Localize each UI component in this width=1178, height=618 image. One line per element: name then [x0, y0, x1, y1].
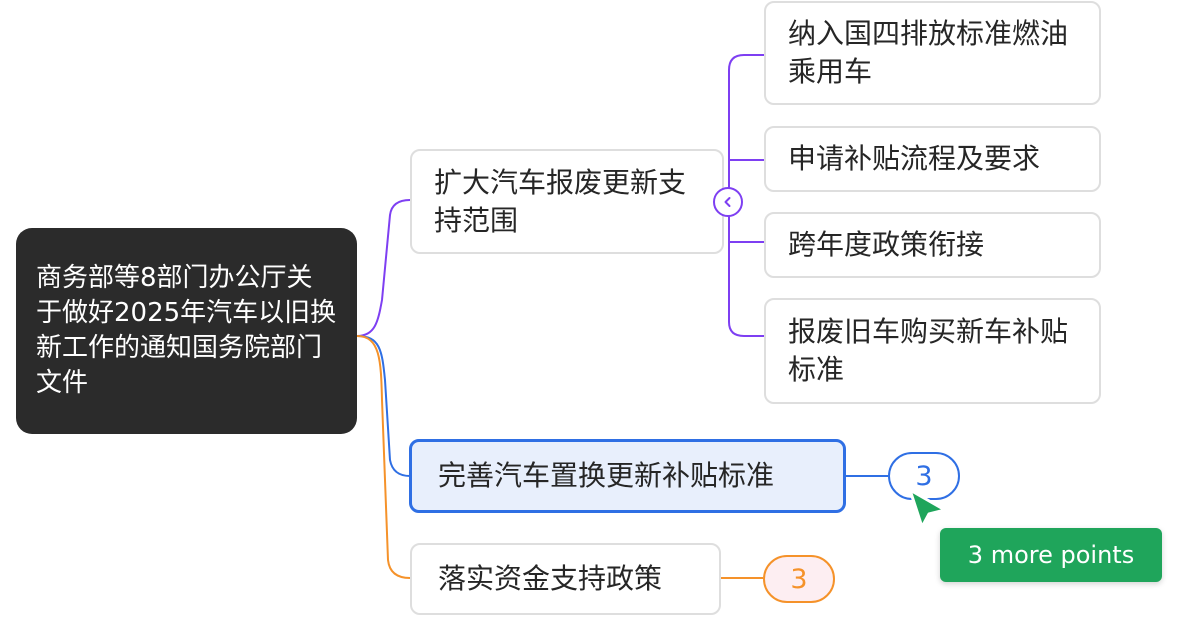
tooltip-text: 3 more points: [967, 541, 1135, 569]
collapsed-count-badge-orange[interactable]: 3: [763, 555, 835, 603]
badge-count: 3: [790, 563, 808, 595]
child-node-label: 报废旧车购买新车补贴标准: [788, 315, 1069, 386]
child-node-scrap-subsidy-standard[interactable]: 报废旧车购买新车补贴标准: [764, 298, 1101, 404]
child-node-label: 跨年度政策衔接: [788, 228, 985, 261]
branch-node-replacement-subsidy[interactable]: 完善汽车置换更新补贴标准: [409, 439, 846, 513]
connector-branch-3: [356, 335, 411, 579]
child-node-cross-year-policy[interactable]: 跨年度政策衔接: [764, 212, 1101, 278]
child-node-guo4-fuel-cars[interactable]: 纳入国四排放标准燃油乘用车: [764, 1, 1101, 105]
branch-node-expand-scope[interactable]: 扩大汽车报废更新支持范围: [410, 149, 724, 254]
branch-node-label: 扩大汽车报废更新支持范围: [434, 165, 687, 237]
connector-branch-1: [356, 199, 411, 337]
branch-node-funding-policy[interactable]: 落实资金支持政策: [410, 543, 721, 615]
branch-node-label: 完善汽车置换更新补贴标准: [438, 459, 775, 492]
child-node-label: 申请补贴流程及要求: [788, 142, 1041, 175]
pointer-cursor-icon: [908, 488, 947, 529]
more-points-tooltip: 3 more points: [940, 528, 1162, 582]
branch-node-label: 落实资金支持政策: [438, 562, 663, 595]
child-node-subsidy-process[interactable]: 申请补贴流程及要求: [764, 126, 1101, 192]
collapse-toggle[interactable]: [713, 187, 743, 217]
child-node-label: 纳入国四排放标准燃油乘用车: [788, 17, 1069, 88]
root-node-label: 商务部等8部门办公厅关于做好2025年汽车以旧换新工作的通知国务院部门文件: [36, 263, 337, 398]
connector-branch-2: [356, 335, 411, 477]
chevron-left-icon: [724, 197, 731, 207]
root-node[interactable]: 商务部等8部门办公厅关于做好2025年汽车以旧换新工作的通知国务院部门文件: [16, 228, 357, 434]
badge-count: 3: [915, 460, 933, 492]
